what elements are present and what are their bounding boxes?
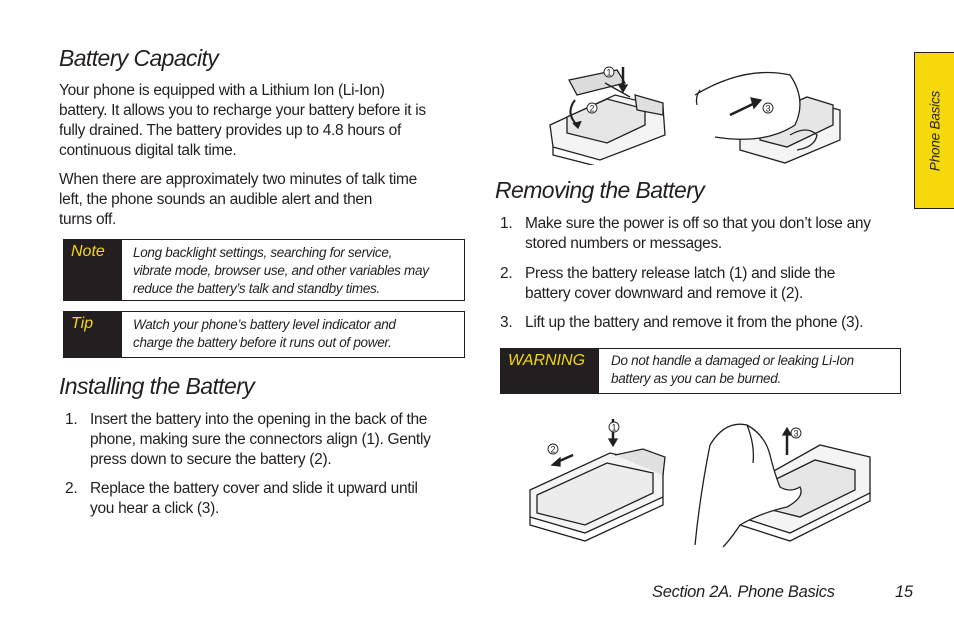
text-line: battery cover downward and remove it (2)… bbox=[525, 285, 804, 302]
warning-callout: WARNING Do not handle a damaged or leaki… bbox=[500, 348, 901, 394]
text-line: battery as you can be burned. bbox=[611, 371, 781, 386]
step-number: 1. bbox=[500, 215, 513, 232]
section-side-tab: Phone Basics bbox=[914, 52, 954, 209]
callout-marker bbox=[762, 102, 774, 114]
text-line: Replace the battery cover and slide it u… bbox=[90, 480, 418, 497]
text-line: When there are approximately two minutes… bbox=[59, 171, 417, 188]
text-line: Do not handle a damaged or leaking Li-Io… bbox=[611, 353, 854, 368]
text-line: turns off. bbox=[59, 211, 117, 228]
text-line: Make sure the power is off so that you d… bbox=[525, 215, 871, 232]
callout-number: 2 bbox=[550, 445, 555, 455]
text-line: left, the phone sounds an audible alert … bbox=[59, 191, 373, 208]
text-line: battery. It allows you to recharge your … bbox=[59, 102, 426, 119]
text-line: Long backlight settings, searching for s… bbox=[133, 245, 393, 260]
text-line: stored numbers or messages. bbox=[525, 235, 722, 252]
callout-number: 1 bbox=[606, 68, 611, 78]
warning-text: Do not handle a damaged or leaking Li-Io… bbox=[611, 352, 854, 388]
text-line: phone, making sure the connectors align … bbox=[90, 431, 431, 448]
text-line: reduce the battery’s talk and standby ti… bbox=[133, 281, 380, 296]
text-line: you hear a click (3). bbox=[90, 500, 219, 517]
battery-capacity-paragraph-1: Your phone is equipped with a Lithium Io… bbox=[59, 81, 469, 161]
step-number: 1. bbox=[65, 411, 78, 428]
note-label: Note bbox=[64, 240, 122, 300]
battery-capacity-paragraph-2: When there are approximately two minutes… bbox=[59, 170, 469, 230]
page-number: 15 bbox=[895, 583, 913, 601]
text-line: charge the battery before it runs out of… bbox=[133, 335, 392, 350]
callout-marker bbox=[586, 102, 598, 114]
text-line: fully drained. The battery provides up t… bbox=[59, 122, 401, 139]
tip-text: Watch your phone’s battery level indicat… bbox=[133, 316, 396, 352]
text-line: continuous digital talk time. bbox=[59, 142, 237, 159]
tip-callout: Tip Watch your phone’s battery level ind… bbox=[63, 311, 465, 358]
callout-number: 2 bbox=[589, 104, 594, 114]
warning-label: WARNING bbox=[501, 349, 599, 393]
text-line: Insert the battery into the opening in t… bbox=[90, 411, 428, 428]
battery-capacity-heading: Battery Capacity bbox=[59, 45, 219, 71]
installing-battery-heading: Installing the Battery bbox=[59, 373, 255, 399]
install-battery-illustration: 1 2 3 bbox=[549, 66, 841, 165]
callout-marker bbox=[608, 421, 620, 433]
tip-label: Tip bbox=[64, 312, 122, 357]
removing-battery-heading: Removing the Battery bbox=[495, 177, 705, 203]
callout-marker bbox=[603, 66, 615, 78]
text-line: Your phone is equipped with a Lithium Io… bbox=[59, 82, 385, 99]
callout-number: 3 bbox=[765, 104, 770, 114]
text-line: press down to secure the battery (2). bbox=[90, 451, 332, 468]
callout-number: 1 bbox=[611, 423, 616, 433]
step-number: 2. bbox=[500, 265, 513, 282]
text-line: Press the battery release latch (1) and … bbox=[525, 265, 836, 282]
step-number: 2. bbox=[65, 480, 78, 497]
callout-marker bbox=[547, 443, 559, 455]
step-number: 3. bbox=[500, 314, 513, 331]
note-text: Long backlight settings, searching for s… bbox=[133, 244, 429, 298]
callout-marker bbox=[790, 427, 802, 439]
note-callout: Note Long backlight settings, searching … bbox=[63, 239, 465, 301]
footer-section-title: Section 2A. Phone Basics bbox=[652, 583, 835, 601]
remove-battery-illustration: 1 2 3 bbox=[529, 419, 871, 548]
text-line: vibrate mode, browser use, and other var… bbox=[133, 263, 429, 278]
side-tab-label: Phone Basics bbox=[927, 90, 942, 171]
callout-number: 3 bbox=[793, 429, 798, 439]
text-line: Watch your phone’s battery level indicat… bbox=[133, 317, 396, 332]
text-line: Lift up the battery and remove it from t… bbox=[525, 314, 864, 331]
